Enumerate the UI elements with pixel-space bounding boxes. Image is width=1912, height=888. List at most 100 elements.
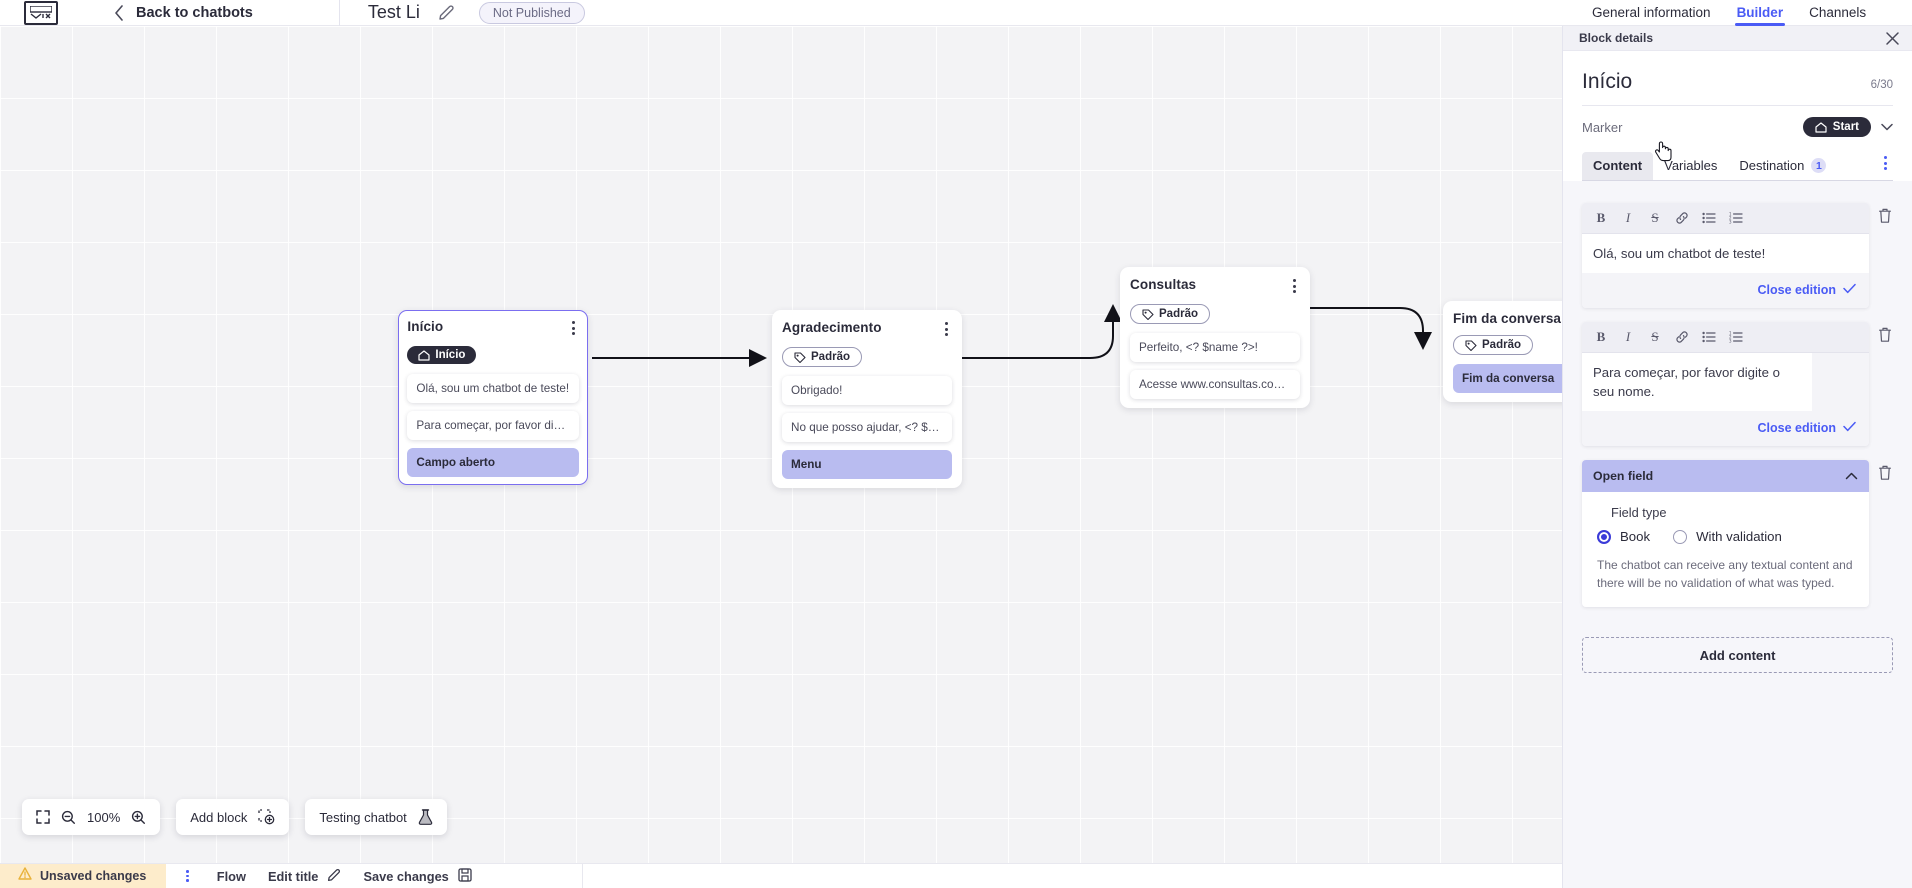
panel-tab-variables[interactable]: Variables bbox=[1653, 152, 1728, 180]
italic-icon[interactable]: I bbox=[1625, 329, 1631, 345]
back-to-chatbots-link[interactable]: Back to chatbots bbox=[136, 4, 253, 21]
close-icon[interactable] bbox=[1885, 31, 1900, 46]
add-block-button[interactable]: Add block bbox=[176, 799, 290, 835]
zoom-in-icon[interactable] bbox=[131, 810, 146, 825]
node-message[interactable]: Olá, sou um chatbot de teste! bbox=[407, 373, 579, 403]
node-message[interactable]: No que posso ajudar, <? $name ... bbox=[782, 412, 952, 442]
edit-title-label: Edit title bbox=[267, 868, 319, 884]
add-content-button[interactable]: Add content bbox=[1582, 637, 1893, 674]
node-menu-icon[interactable] bbox=[1289, 277, 1300, 295]
node-message-highlight[interactable]: Campo aberto bbox=[407, 447, 579, 477]
edit-pencil-icon[interactable] bbox=[438, 4, 455, 21]
unsaved-changes-indicator: Unsaved changes bbox=[0, 863, 167, 888]
check-icon[interactable] bbox=[1843, 281, 1856, 299]
vtex-logo[interactable] bbox=[24, 0, 58, 25]
delete-content-icon[interactable] bbox=[1877, 322, 1893, 343]
node-header: Fim da conversa bbox=[1453, 311, 1562, 326]
node-menu-icon[interactable] bbox=[568, 319, 579, 337]
panel-header: Block details bbox=[1563, 26, 1912, 51]
strikethrough-icon[interactable]: S bbox=[1651, 329, 1659, 345]
flow-node-consultas[interactable]: Consultas Padrão Perfeito, <? $name ?>! … bbox=[1120, 267, 1310, 408]
bold-icon[interactable]: B bbox=[1596, 210, 1606, 225]
editor-text[interactable]: Olá, sou um chatbot de teste! bbox=[1582, 234, 1869, 274]
panel-overflow-menu-icon[interactable] bbox=[1878, 150, 1893, 180]
chevron-up-icon[interactable] bbox=[1845, 467, 1858, 485]
node-message[interactable]: Obrigado! bbox=[782, 375, 952, 405]
node-menu-icon[interactable] bbox=[941, 320, 952, 338]
bullet-list-icon[interactable] bbox=[1698, 327, 1720, 347]
open-field-description: The chatbot can receive any textual cont… bbox=[1597, 558, 1853, 591]
delete-content-icon[interactable] bbox=[1877, 203, 1893, 224]
italic-icon[interactable]: I bbox=[1625, 210, 1631, 225]
back-chevron-icon[interactable] bbox=[114, 4, 124, 21]
link-icon[interactable] bbox=[1671, 327, 1693, 347]
canvas-toolbar: 100% Add block Testing chatbot bbox=[22, 799, 447, 835]
save-disk-icon bbox=[458, 867, 472, 885]
editor-text[interactable]: Para começar, por favor digite o seu nom… bbox=[1582, 353, 1812, 412]
strikethrough-icon[interactable]: S bbox=[1651, 210, 1659, 225]
node-header: Agradecimento bbox=[782, 320, 952, 338]
status-menu-icon[interactable] bbox=[180, 867, 195, 885]
node-marker-chip: Padrão bbox=[1453, 335, 1533, 355]
svg-text:2: 2 bbox=[1729, 335, 1732, 340]
node-message[interactable]: Perfeito, <? $name ?>! bbox=[1130, 332, 1300, 362]
flow-canvas[interactable]: Início Início Olá, sou um chatbot de tes… bbox=[0, 26, 1562, 863]
node-marker-label: Início bbox=[435, 349, 466, 362]
marker-value-chip[interactable]: Start bbox=[1802, 117, 1871, 137]
fit-screen-icon[interactable] bbox=[36, 810, 50, 824]
char-counter: 6/30 bbox=[1870, 79, 1893, 91]
bold-icon[interactable]: B bbox=[1596, 329, 1606, 345]
top-bar: Back to chatbots Test Li Not Published bbox=[0, 0, 1562, 26]
zoom-out-icon[interactable] bbox=[61, 810, 76, 825]
node-message[interactable]: Para começar, por favor digite o ... bbox=[407, 410, 579, 440]
tab-channels[interactable]: Channels bbox=[1809, 5, 1867, 20]
radio-book[interactable] bbox=[1597, 529, 1611, 544]
radio-with-validation[interactable] bbox=[1673, 529, 1688, 544]
open-field-card: Open field Field type Book With validati… bbox=[1582, 460, 1869, 608]
marker-value-label: Start bbox=[1832, 121, 1859, 133]
testing-chatbot-label: Testing chatbot bbox=[319, 809, 407, 825]
flow-node-inicio[interactable]: Início Início Olá, sou um chatbot de tes… bbox=[398, 310, 588, 486]
header-divider bbox=[338, 0, 340, 26]
testing-chatbot-button[interactable]: Testing chatbot bbox=[305, 799, 447, 835]
delete-open-field-icon[interactable] bbox=[1877, 460, 1893, 481]
save-changes-button[interactable]: Save changes bbox=[363, 867, 472, 885]
home-icon bbox=[418, 350, 430, 361]
edit-title-button[interactable]: Edit title bbox=[268, 868, 341, 885]
flow-label: Flow bbox=[216, 868, 246, 884]
tab-general-information[interactable]: General information bbox=[1592, 5, 1711, 20]
field-type-label: Field type bbox=[1611, 505, 1667, 521]
flow-node-fim-da-conversa[interactable]: Fim da conversa Padrão Fim da conversa bbox=[1443, 301, 1562, 402]
zoom-level-label: 100% bbox=[87, 809, 121, 825]
node-message-highlight[interactable]: Fim da conversa bbox=[1453, 363, 1562, 393]
node-message-highlight[interactable]: Menu bbox=[782, 449, 952, 479]
flow-edges bbox=[592, 304, 1432, 367]
panel-body: Início 6/30 Marker Start Content bbox=[1563, 51, 1912, 181]
tab-builder[interactable]: Builder bbox=[1734, 0, 1785, 26]
bullet-list-icon[interactable] bbox=[1698, 208, 1720, 228]
close-edition-button[interactable]: Close edition bbox=[1757, 421, 1836, 436]
node-marker-label: Padrão bbox=[811, 351, 850, 363]
close-edition-button[interactable]: Close edition bbox=[1757, 283, 1836, 298]
check-icon[interactable] bbox=[1843, 419, 1856, 437]
flow-button[interactable]: Flow bbox=[217, 869, 246, 884]
node-message[interactable]: Acesse www.consultas.com par... bbox=[1130, 369, 1300, 399]
chevron-down-icon[interactable] bbox=[1881, 123, 1893, 131]
panel-tab-content[interactable]: Content bbox=[1582, 152, 1654, 180]
flow-node-agradecimento[interactable]: Agradecimento Padrão Obrigado! No que po… bbox=[772, 310, 962, 488]
pencil-icon bbox=[327, 868, 341, 885]
link-icon[interactable] bbox=[1671, 208, 1693, 228]
tag-icon bbox=[794, 351, 806, 363]
panel-tab-label: Destination bbox=[1739, 158, 1805, 173]
tag-icon bbox=[1465, 339, 1477, 351]
panel-tab-destination[interactable]: Destination 1 bbox=[1728, 152, 1837, 180]
open-field-header[interactable]: Open field bbox=[1582, 460, 1869, 493]
tag-icon bbox=[1142, 308, 1154, 320]
unsaved-changes-label: Unsaved changes bbox=[40, 869, 147, 883]
